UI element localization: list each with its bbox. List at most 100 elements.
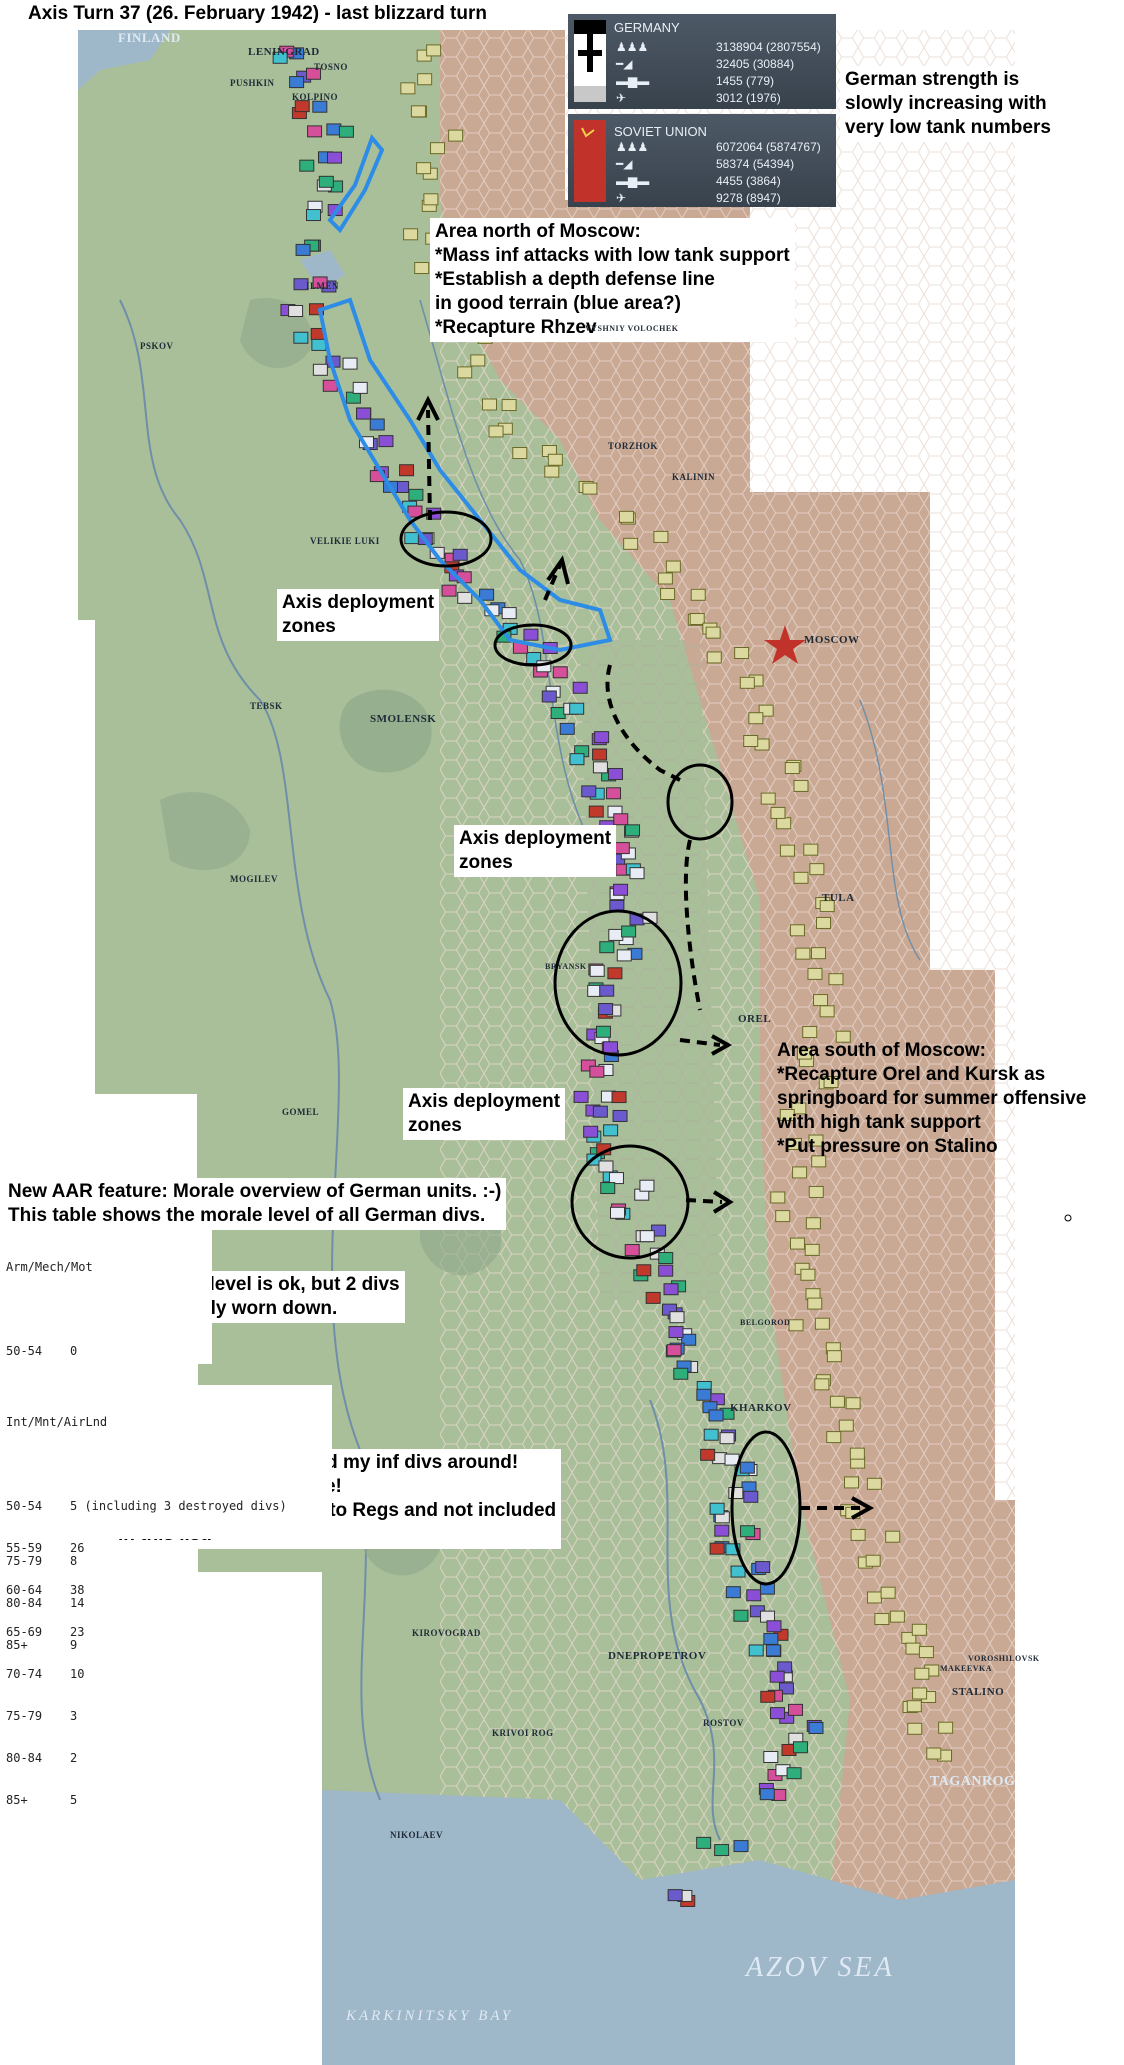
unit-counter[interactable] <box>552 666 568 679</box>
unit-counter[interactable] <box>828 973 844 986</box>
unit-counter[interactable] <box>423 193 439 206</box>
unit-counter[interactable] <box>759 1788 775 1801</box>
unit-counter[interactable] <box>621 925 637 938</box>
unit-counter[interactable] <box>784 762 800 775</box>
unit-counter[interactable] <box>547 453 563 466</box>
unit-counter[interactable] <box>299 159 315 172</box>
unit-counter[interactable] <box>689 613 705 626</box>
unit-counter[interactable] <box>457 366 473 379</box>
unit-counter[interactable] <box>544 465 560 478</box>
unit-counter[interactable] <box>763 1632 779 1645</box>
unit-counter[interactable] <box>512 447 528 460</box>
unit-counter[interactable] <box>845 1397 861 1410</box>
unit-counter[interactable] <box>850 1528 866 1541</box>
unit-counter[interactable] <box>293 278 309 291</box>
unit-counter[interactable] <box>636 1264 652 1277</box>
unit-counter[interactable] <box>880 1586 896 1599</box>
unit-counter[interactable] <box>607 967 623 980</box>
unit-counter[interactable] <box>787 1137 803 1150</box>
unit-counter[interactable] <box>481 398 497 411</box>
unit-counter[interactable] <box>728 1486 744 1499</box>
unit-counter[interactable] <box>479 588 495 601</box>
unit-counter[interactable] <box>589 964 605 977</box>
unit-counter[interactable] <box>809 863 825 876</box>
unit-counter[interactable] <box>612 1109 628 1122</box>
unit-counter[interactable] <box>613 813 629 826</box>
unit-counter[interactable] <box>802 1026 818 1039</box>
unit-counter[interactable] <box>725 1586 741 1599</box>
unit-counter[interactable] <box>582 482 598 495</box>
unit-counter[interactable] <box>793 779 809 792</box>
unit-counter[interactable] <box>914 1667 930 1680</box>
unit-counter[interactable] <box>441 584 457 597</box>
unit-counter[interactable] <box>808 1721 824 1734</box>
unit-counter[interactable] <box>410 105 426 118</box>
unit-counter[interactable] <box>769 1670 785 1683</box>
unit-counter[interactable] <box>616 949 632 962</box>
unit-counter[interactable] <box>293 331 309 344</box>
unit-counter[interactable] <box>288 305 304 318</box>
unit-counter[interactable] <box>573 1090 589 1103</box>
unit-counter[interactable] <box>796 1047 812 1060</box>
unit-counter[interactable] <box>594 731 610 744</box>
unit-counter[interactable] <box>501 607 517 620</box>
unit-counter[interactable] <box>426 44 442 57</box>
unit-counter[interactable] <box>272 51 288 64</box>
unit-counter[interactable] <box>758 704 774 717</box>
unit-counter[interactable] <box>312 276 328 289</box>
unit-counter[interactable] <box>569 702 585 715</box>
unit-counter[interactable] <box>608 1172 624 1185</box>
unit-counter[interactable] <box>719 1432 735 1445</box>
unit-counter[interactable] <box>305 209 321 222</box>
unit-counter[interactable] <box>849 1447 865 1460</box>
unit-counter[interactable] <box>289 76 305 89</box>
unit-counter[interactable] <box>452 548 468 561</box>
unit-counter[interactable] <box>739 676 755 689</box>
unit-counter[interactable] <box>408 488 424 501</box>
unit-counter[interactable] <box>826 1350 842 1363</box>
unit-counter[interactable] <box>305 67 321 80</box>
unit-counter[interactable] <box>911 1623 927 1636</box>
unit-counter[interactable] <box>599 941 615 954</box>
unit-counter[interactable] <box>610 1206 626 1219</box>
unit-counter[interactable] <box>581 785 597 798</box>
unit-counter[interactable] <box>755 1561 771 1574</box>
unit-counter[interactable] <box>404 532 420 545</box>
unit-counter[interactable] <box>769 1707 785 1720</box>
unit-counter[interactable] <box>625 824 641 837</box>
unit-counter[interactable] <box>639 1230 655 1243</box>
unit-counter[interactable] <box>588 805 604 818</box>
unit-counter[interactable] <box>599 984 615 997</box>
unit-counter[interactable] <box>734 646 750 659</box>
unit-counter[interactable] <box>708 1409 724 1422</box>
unit-counter[interactable] <box>592 1105 608 1118</box>
unit-counter[interactable] <box>746 1589 762 1602</box>
unit-counter[interactable] <box>725 1543 741 1556</box>
unit-counter[interactable] <box>668 1326 684 1339</box>
unit-counter[interactable] <box>709 1502 725 1515</box>
unit-counter[interactable] <box>770 1191 786 1204</box>
unit-counter[interactable] <box>407 505 423 518</box>
unit-counter[interactable] <box>814 1317 830 1330</box>
unit-counter[interactable] <box>906 1700 922 1713</box>
unit-counter[interactable] <box>714 1844 730 1857</box>
unit-counter[interactable] <box>804 1243 820 1256</box>
unit-counter[interactable] <box>905 1642 921 1655</box>
unit-counter[interactable] <box>598 1160 614 1173</box>
unit-counter[interactable] <box>760 1690 776 1703</box>
unit-counter[interactable] <box>823 1076 839 1089</box>
unit-counter[interactable] <box>311 338 327 351</box>
unit-counter[interactable] <box>448 129 464 142</box>
unit-counter[interactable] <box>748 1644 764 1657</box>
unit-counter[interactable] <box>569 753 585 766</box>
unit-counter[interactable] <box>907 1722 923 1735</box>
unit-counter[interactable] <box>792 1741 808 1754</box>
unit-counter[interactable] <box>844 1476 860 1489</box>
unit-counter[interactable] <box>572 681 588 694</box>
unit-counter[interactable] <box>816 916 832 929</box>
unit-counter[interactable] <box>608 928 624 941</box>
unit-counter[interactable] <box>776 817 792 830</box>
unit-counter[interactable] <box>819 1005 835 1018</box>
unit-counter[interactable] <box>706 651 722 664</box>
